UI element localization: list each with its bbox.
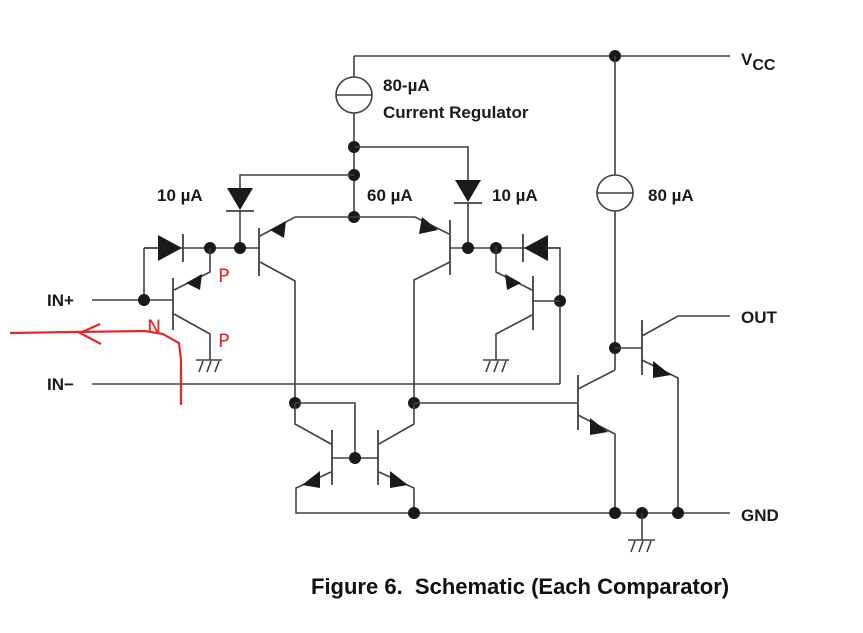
in-minus-label: IN− — [47, 375, 74, 394]
current-path-annotation — [9, 329, 183, 405]
diode-icon — [524, 235, 548, 261]
left-diode-current-label: 10 µA — [157, 186, 203, 205]
in-minus-input-transistor: IN− — [47, 234, 566, 394]
driver-transistor — [577, 369, 616, 513]
emitter-arrow-icon — [505, 274, 521, 290]
left-bias-diode: 10 µA — [157, 174, 354, 248]
diode-icon — [158, 235, 182, 261]
red-annotations: P N P — [9, 265, 229, 405]
in-plus-input-transistor: IN+ — [47, 234, 222, 373]
gnd-rail: GND — [408, 506, 779, 553]
regulator-name-label: Current Regulator — [383, 103, 529, 122]
diode-icon — [227, 188, 253, 210]
emitter-arrow-icon — [419, 217, 438, 234]
current-mirror — [289, 397, 577, 514]
annotation-collector-p: P — [218, 330, 229, 352]
gnd-label: GND — [741, 506, 779, 525]
arrow-left-icon — [77, 322, 102, 345]
output-transistor: OUT — [615, 308, 778, 513]
in-plus-label: IN+ — [47, 291, 74, 310]
diode-icon — [455, 180, 481, 202]
annotation-emitter-p: P — [218, 265, 229, 287]
output-source-current-label: 80 µA — [648, 186, 694, 205]
out-label: OUT — [741, 308, 778, 327]
figure-caption: Figure 6. Schematic (Each Comparator) — [311, 574, 730, 599]
emitter-arrow-icon — [590, 418, 608, 435]
emitter-arrow-icon — [186, 274, 202, 290]
regulator-value-label: 80-µA — [383, 76, 430, 95]
annotation-base-n: N — [147, 316, 161, 338]
tail-current-label: 60 µA — [367, 186, 413, 205]
emitter-arrow-icon — [270, 221, 286, 238]
right-bias-diode: 10 µA — [354, 146, 538, 248]
emitter-arrow-icon — [653, 361, 671, 378]
emitter-arrow-icon — [390, 471, 408, 488]
vcc-label: VCC — [741, 50, 776, 74]
emitter-arrow-icon — [302, 471, 320, 488]
output-current-source: 80 µA — [596, 56, 694, 370]
right-pnp-transistor — [354, 216, 560, 398]
right-diode-current-label: 10 µA — [492, 186, 538, 205]
left-pnp-transistor — [144, 216, 354, 398]
vcc-rail: VCC — [354, 50, 776, 74]
